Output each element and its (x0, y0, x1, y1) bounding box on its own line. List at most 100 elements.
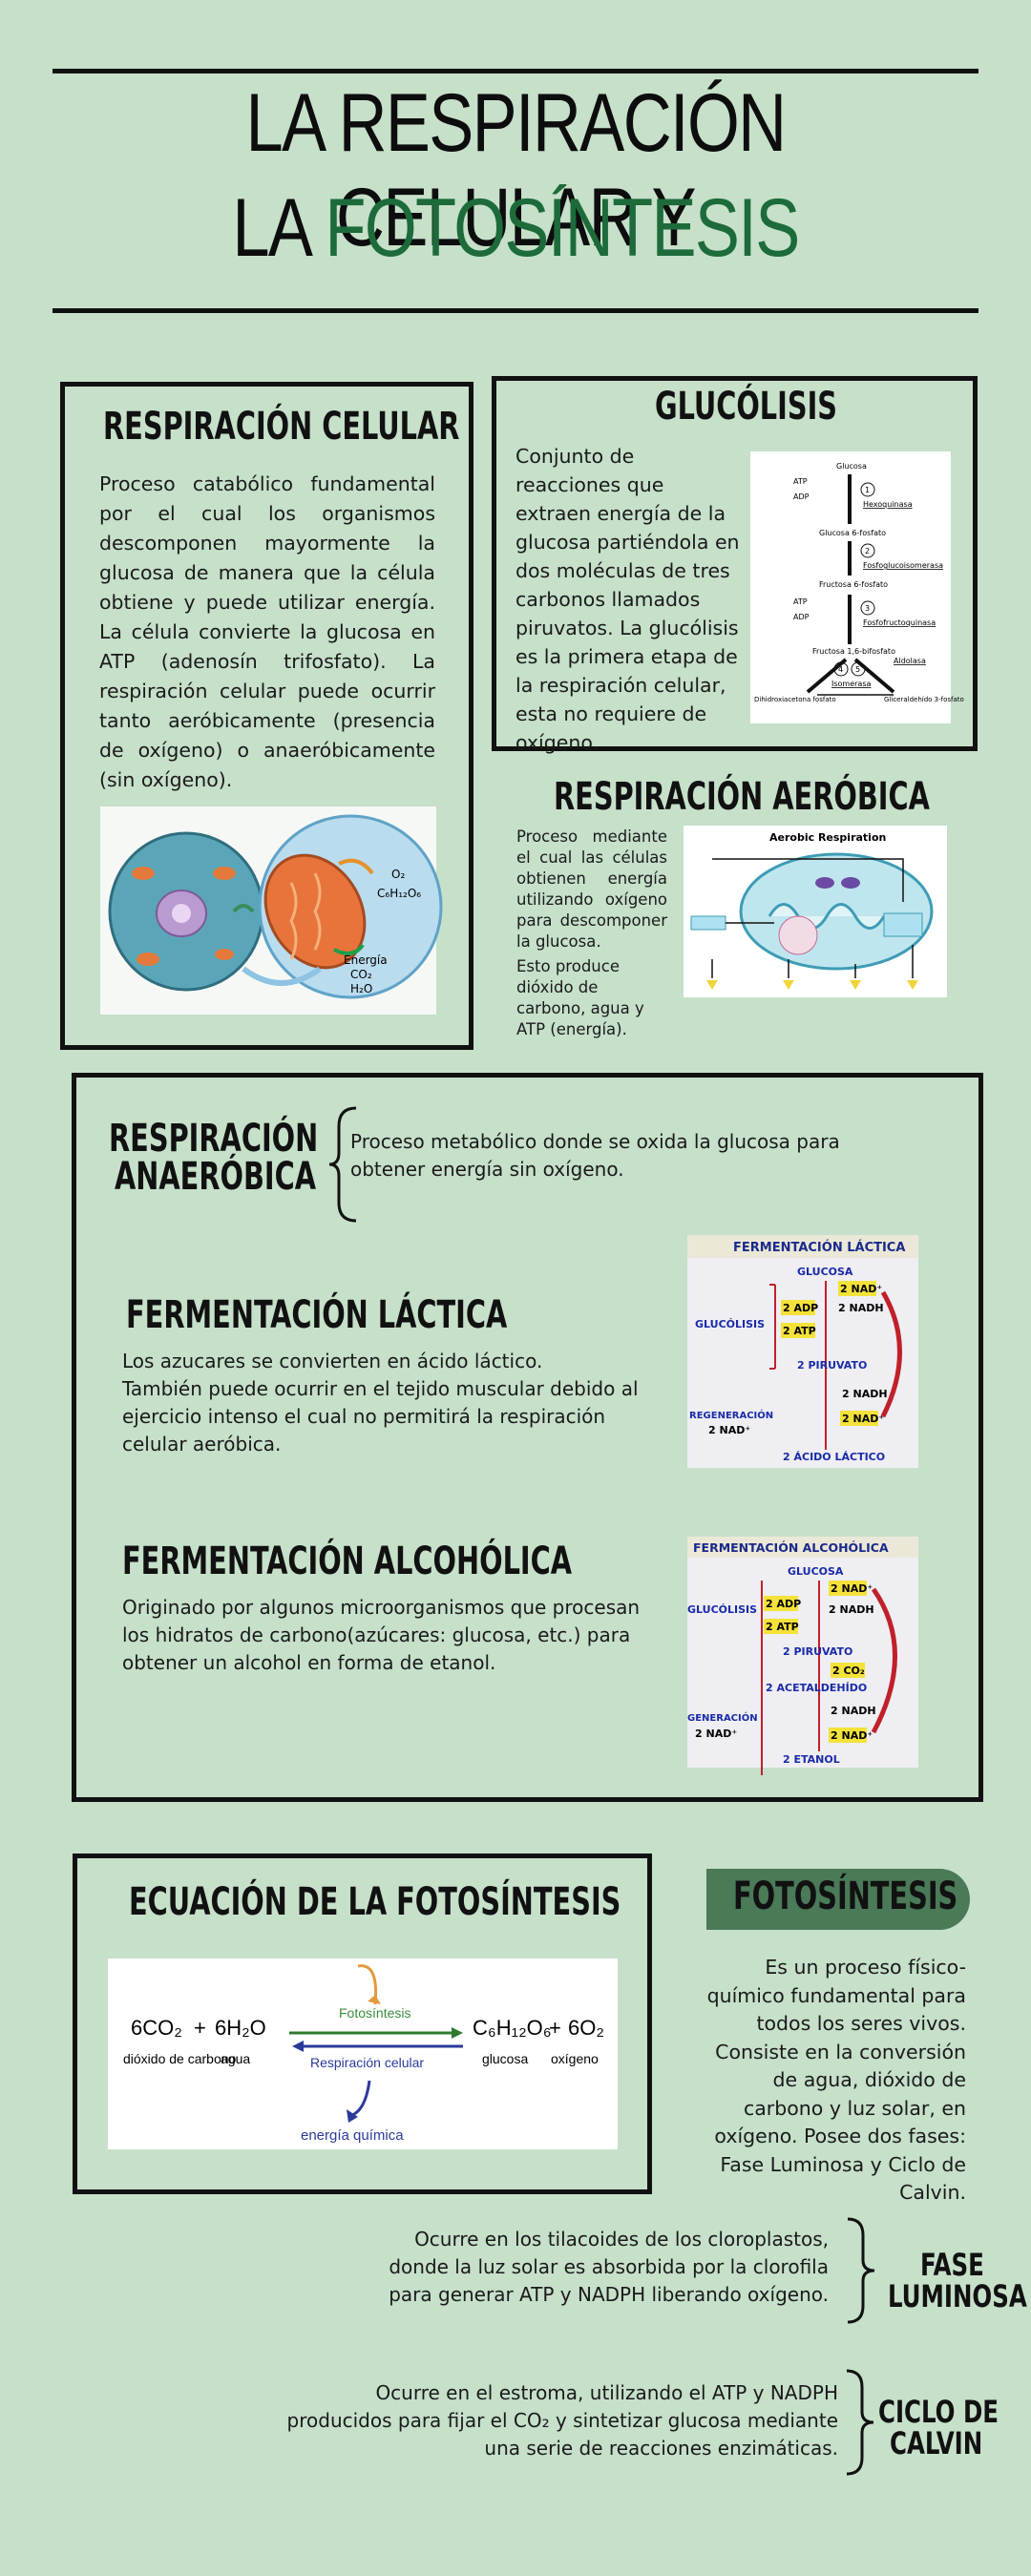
ecuacion-h2o: 6H₂O (215, 2016, 266, 2040)
lactica-diag-glucolisis: GLUCÓLISIS (695, 1318, 765, 1330)
lactica-diag-acido: 2 ÁCIDO LÁCTICO (783, 1451, 885, 1463)
ecuacion-label-h2o: agua (221, 2051, 250, 2066)
ecuacion-o2: 6O₂ (568, 2016, 604, 2040)
glucolisis-heading: GLUCÓLISIS (655, 385, 838, 429)
title-top-rule (53, 69, 978, 73)
diag-fosfoglucoisomerasa: Fosfoglucoisomerasa (863, 561, 943, 570)
diag-dhap: Dihidroxiacetona fosfato (754, 696, 836, 703)
lactica-diag-glucosa: GLUCOSA (797, 1266, 853, 1278)
lactica-diag-piruvato: 2 PIRUVATO (797, 1359, 867, 1372)
img-h2o-label: H₂O (350, 982, 372, 995)
respiracion-aerobica-text1: Proceso mediante el cual las células obt… (516, 827, 667, 951)
diag-f6p: Fructosa 6-fosfato (819, 580, 888, 589)
glucolisis-text: Conjunto de reacciones que extraen energ… (516, 445, 740, 754)
lactica-diag-nad3: 2 NAD⁺ (708, 1424, 750, 1436)
ciclo-calvin-heading-line2: CALVIN (890, 2425, 983, 2461)
anaerobica-brace (328, 1106, 357, 1223)
alcoholica-diag-etanol: 2 ETANOL (783, 1753, 840, 1766)
anaerobica-heading-line2: ANAERÓBICA (115, 1155, 317, 1199)
ecuacion-co2: 6CO₂ (131, 2016, 182, 2040)
lactica-diag-adp: 2 ADP (783, 1302, 818, 1314)
fotosintesis-text: Es un proceso físico-químico fundamental… (706, 1956, 966, 2204)
alcoholica-diag-piruvato: 2 PIRUVATO (783, 1645, 852, 1658)
fermentacion-lactica-diagram: FERMENTACIÓN LÁCTICA GLUCOSA 2 NAD⁺ 2 AD… (687, 1235, 918, 1468)
alcoholica-diag-nadh1: 2 NADH (829, 1603, 874, 1616)
img-o2-label: O₂ (391, 868, 405, 881)
lactica-diag-nad2: 2 NAD⁺ (842, 1413, 884, 1425)
respiracion-celular-heading: RESPIRACIÓN CELULAR (103, 405, 460, 449)
ecuacion-fotosintesis-label: Fotosíntesis (339, 2005, 410, 2021)
page-title-fotosintesis: FOTOSÍNTESIS (325, 182, 800, 274)
ecuacion-label-o2: oxígeno (551, 2051, 599, 2066)
img-glucose-label: C₆H₁₂O₆ (377, 887, 421, 900)
diag-step1: 1 (865, 486, 870, 494)
alcoholica-diag-acetaldehido: 2 ACETALDEHÍDO (766, 1682, 867, 1694)
aerobic-respiration-diagram: Aerobic Respiration (684, 826, 947, 997)
lactica-diag-nad1: 2 NAD⁺ (840, 1283, 882, 1295)
lactica-diag-nadh2: 2 NADH (842, 1388, 888, 1400)
alcoholica-diag-glucolisis: GLUCÓLISIS (687, 1603, 757, 1616)
lactica-diag-atp: 2 ATP (783, 1325, 816, 1337)
diag-adp1: ADP (793, 492, 810, 501)
title-bottom-rule (53, 308, 978, 313)
diag-f16bp: Fructosa 1,6-bifosfato (812, 647, 895, 656)
fase-luminosa-brace (847, 2217, 875, 2324)
lactica-diag-title: FERMENTACIÓN LÁCTICA (733, 1240, 905, 1255)
aerobic-diagram-title: Aerobic Respiration (769, 831, 886, 844)
anaerobica-heading-line1: RESPIRACIÓN (109, 1117, 319, 1161)
fermentacion-lactica-text: Los azucares se convierten en ácido láct… (122, 1350, 639, 1456)
anaerobica-box (72, 1073, 983, 1802)
ciclo-calvin-brace (846, 2369, 874, 2476)
ecuacion-box (73, 1853, 652, 2194)
alcoholica-diag-glucosa: GLUCOSA (788, 1565, 844, 1578)
diag-g6p: Glucosa 6-fosfato (819, 529, 886, 537)
lactica-diag-regeneracion: REGENERACIÓN (689, 1409, 773, 1421)
diag-adp2: ADP (793, 613, 810, 621)
fermentacion-lactica-heading: FERMENTACIÓN LÁCTICA (126, 1293, 508, 1337)
cell-mitochondria-image: O₂ C₆H₁₂O₆ Energía CO₂ H₂O (100, 806, 443, 1015)
alcoholica-diag-title: FERMENTACIÓN ALCOHÓLICA (693, 1540, 889, 1555)
diag-atp1: ATP (793, 477, 808, 486)
ecuacion-glucose: C₆H₁₂O₆ (473, 2016, 552, 2040)
fermentacion-alcoholica-heading: FERMENTACIÓN ALCOHÓLICA (122, 1539, 573, 1583)
ecuacion-plus2: + (549, 2016, 561, 2040)
alcoholica-diag-nad1: 2 NAD⁺ (831, 1582, 873, 1595)
diag-atp2: ATP (793, 597, 808, 606)
ecuacion-heading: ECUACIÓN DE LA FOTOSÍNTESIS (129, 1880, 621, 1924)
ecuacion-plus1: + (194, 2016, 206, 2040)
ecuacion-image: Fotosíntesis 6CO₂ + 6H₂O C₆H₁₂O₆ + 6O₂ d… (108, 1958, 618, 2149)
alcoholica-diag-generacion: GENERACIÓN (687, 1711, 758, 1724)
anaerobica-text: Proceso metabólico donde se oxida la glu… (350, 1130, 840, 1181)
ecuacion-label-co2: dióxido de carbono (123, 2051, 237, 2066)
diag-fosfofructoquinasa: Fosfofructoquinasa (863, 618, 936, 627)
diag-g3p: Gliceraldehído 3-fosfato (884, 696, 964, 703)
fotosintesis-pill (706, 1869, 970, 1930)
diag-step5: 5 (855, 665, 860, 674)
glucolisis-diagram: Glucosa ATP ADP 1 Hexoquinasa Glucosa 6-… (750, 451, 964, 723)
ecuacion-energia-label: energía química (301, 2127, 404, 2144)
ciclo-calvin-text: Ocurre en el estroma, utilizando el ATP … (286, 2381, 838, 2460)
lactica-diag-nadh1: 2 NADH (838, 1302, 884, 1314)
diag-glucosa: Glucosa (836, 462, 867, 471)
glucolisis-box (492, 376, 978, 751)
diag-isomerasa: Isomerasa (831, 680, 871, 688)
fotosintesis-heading: FOTOSÍNTESIS (733, 1874, 958, 1918)
ciclo-calvin-heading-line1: CICLO DE (878, 2394, 999, 2430)
diag-hexoquinasa: Hexoquinasa (863, 500, 913, 509)
alcoholica-diag-nad3: 2 NAD⁺ (695, 1728, 737, 1740)
diag-step3: 3 (865, 604, 870, 613)
respiracion-aerobica-text2: Esto produce dióxido de carbono, agua y … (516, 957, 644, 1038)
fase-luminosa-heading-line2: LUMINOSA (888, 2278, 1027, 2314)
diag-step4: 4 (838, 665, 843, 674)
alcoholica-diag-co2: 2 CO₂ (832, 1665, 865, 1677)
ecuacion-respiracion-label: Respiración celular (310, 2055, 424, 2070)
ecuacion-label-glucose: glucosa (482, 2051, 528, 2066)
page-title-line2: LA FOTOSÍNTESIS (93, 181, 938, 276)
diag-aldolasa: Aldolasa (894, 657, 926, 665)
page-title-la: LA (232, 182, 309, 274)
img-energy-label: Energía (344, 953, 388, 967)
alcoholica-diag-atp: 2 ATP (766, 1621, 799, 1633)
alcoholica-diag-nad2: 2 NAD⁺ (831, 1729, 873, 1742)
respiracion-celular-box (60, 382, 473, 1050)
fermentacion-alcoholica-text: Originado por algunos microorganismos qu… (122, 1596, 641, 1674)
